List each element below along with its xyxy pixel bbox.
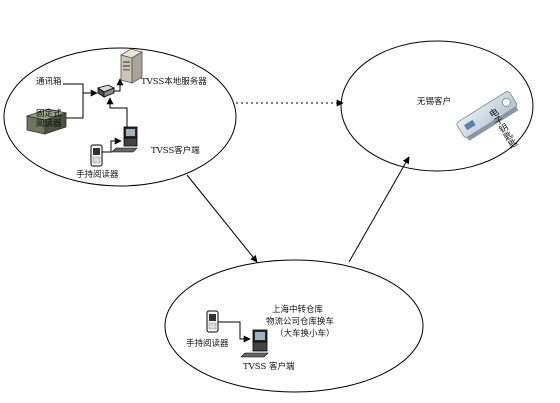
fixed-reader-to-hub-line <box>60 93 84 119</box>
handheld-to-client-line <box>102 137 122 153</box>
server-label: TVSS本地服务器 <box>141 77 207 87</box>
client-computer-icon <box>111 126 138 153</box>
left-to-bottom-arrow <box>186 174 258 263</box>
comm-box-to-hub-line <box>63 83 98 97</box>
bottom-client-computer-icon <box>240 329 269 358</box>
bottom-handheld-to-client-line <box>218 321 251 343</box>
bottom-handheld-label: 手持阅读器 <box>186 339 229 349</box>
network-hub-icon <box>97 84 115 98</box>
bottom-to-right-arrow <box>348 156 410 263</box>
bottom-title-line1: 上海中转仓库 <box>272 305 324 315</box>
electronic-key-icon <box>456 91 519 141</box>
handheld-label: 手持阅读器 <box>76 170 119 180</box>
handheld-reader-icon <box>90 144 103 167</box>
bottom-title-line2: 物流公司仓库换车 <box>266 317 335 327</box>
left-site-ellipse <box>3 47 237 187</box>
client-to-hub-line <box>106 97 128 128</box>
bottom-site-ellipse <box>164 259 424 393</box>
customer-label: 无锡客户 <box>417 97 452 107</box>
comm-box-label: 通讯箱 <box>36 77 62 87</box>
server-icon <box>119 48 144 84</box>
fixed-reader-label: 固定式 阅读器 <box>36 109 62 129</box>
client-label: TVSS客户端 <box>151 146 200 156</box>
fixed-reader-icon <box>25 108 68 135</box>
bottom-handheld-reader-icon <box>206 310 219 333</box>
bottom-title-line3: （大车换小车） <box>275 329 335 339</box>
bottom-client-label: TVSS 客户端 <box>243 362 295 372</box>
